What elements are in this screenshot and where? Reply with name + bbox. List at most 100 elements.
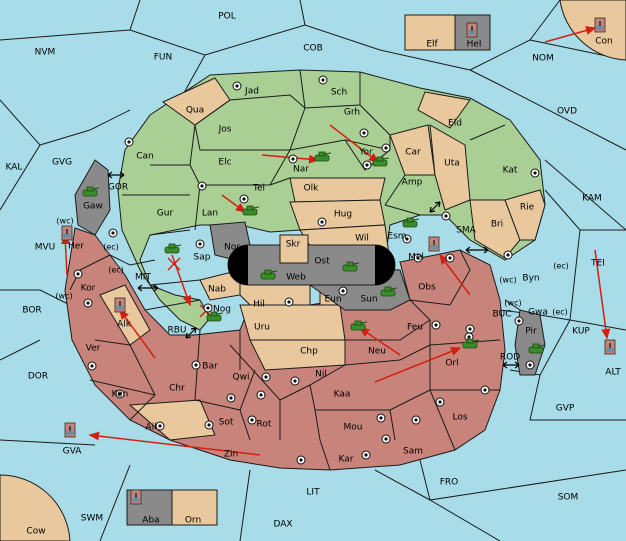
region-label-orn[interactable]: Orn xyxy=(185,516,201,526)
region-label-gvg[interactable]: GVG xyxy=(52,158,72,168)
region-label-yor[interactable]: Yor xyxy=(358,148,373,158)
army-unit-icon[interactable] xyxy=(372,156,390,167)
region-label-tei[interactable]: TEI xyxy=(590,259,605,269)
region-label-gor[interactable]: GOR xyxy=(108,183,128,193)
region-label-web[interactable]: Web xyxy=(286,273,306,283)
region-label-nvm[interactable]: NVM xyxy=(35,48,56,58)
region-label-pir[interactable]: Pir xyxy=(525,327,537,337)
army-unit-icon[interactable] xyxy=(206,311,224,322)
army-unit-icon[interactable] xyxy=(82,186,100,197)
region-label-ail[interactable]: Ail xyxy=(145,423,156,433)
region-label-lan[interactable]: Lan xyxy=(202,209,218,219)
army-unit-icon[interactable] xyxy=(528,343,546,354)
region-label-gaw[interactable]: Gaw xyxy=(83,202,103,212)
region-label-buc[interactable]: BUC xyxy=(492,310,511,320)
region-label-ken[interactable]: Ken xyxy=(112,390,129,400)
region-label-eun[interactable]: Eun xyxy=(324,295,341,305)
region-label-bor[interactable]: BOR xyxy=(22,306,41,316)
region-label-orl[interactable]: Orl xyxy=(445,359,458,369)
region-label-feu[interactable]: Feu xyxy=(407,323,423,333)
region-label-hug[interactable]: Hug xyxy=(334,210,352,220)
region-label-kat[interactable]: Kat xyxy=(503,166,518,176)
army-unit-icon[interactable] xyxy=(380,286,398,297)
region-label-alt[interactable]: ALT xyxy=(605,368,621,378)
region-label-gur[interactable]: Gur xyxy=(157,209,174,219)
region-label-bri[interactable]: Bri xyxy=(491,220,503,230)
fleet-unit-icon[interactable] xyxy=(594,17,606,33)
region-label-sun[interactable]: Sun xyxy=(360,295,377,305)
region-label-hil[interactable]: Hil xyxy=(253,300,265,310)
region-label-sam[interactable]: Sam xyxy=(403,447,423,457)
region-label-aba[interactable]: Aba xyxy=(142,516,159,526)
army-unit-icon[interactable] xyxy=(350,320,368,331)
region-label-tel[interactable]: Tel xyxy=(252,184,265,194)
army-unit-icon[interactable] xyxy=(402,217,420,228)
region-label-rbu[interactable]: RBU xyxy=(167,326,186,336)
region-label-wil[interactable]: Wil xyxy=(355,234,369,244)
region-label-lit[interactable]: LIT xyxy=(306,488,320,498)
region-label-hel[interactable]: Hel xyxy=(467,40,482,50)
region-label-nor[interactable]: Nor xyxy=(224,243,240,253)
region-label-mel[interactable]: Mel xyxy=(408,253,424,263)
fleet-unit-icon[interactable] xyxy=(130,489,142,505)
region-label-qwi[interactable]: Qwi xyxy=(233,373,250,383)
region-label-chr[interactable]: Chr xyxy=(169,384,185,394)
region-label-nar[interactable]: Nar xyxy=(293,165,309,175)
region-label-dor[interactable]: DOR xyxy=(28,372,48,382)
fleet-unit-icon[interactable] xyxy=(428,236,440,252)
region-label-kal[interactable]: KAL xyxy=(6,163,23,173)
region-label-amp[interactable]: Amp xyxy=(402,178,423,188)
region-label-elf[interactable]: Elf xyxy=(426,40,438,50)
fleet-unit-icon[interactable] xyxy=(64,422,76,438)
region-label-gwa[interactable]: Gwa xyxy=(528,308,548,318)
region-label-ost[interactable]: Ost xyxy=(314,257,330,267)
army-unit-icon[interactable] xyxy=(164,243,182,254)
region-label-fun[interactable]: FUN xyxy=(154,53,173,63)
region-label-kaa[interactable]: Kaa xyxy=(334,390,351,400)
fleet-unit-icon[interactable] xyxy=(114,297,126,313)
region-label-nom[interactable]: NOM xyxy=(532,54,554,64)
fleet-unit-icon[interactable] xyxy=(466,22,478,38)
region-label-ovd[interactable]: OVD xyxy=(557,107,577,117)
region-label-nab[interactable]: Nab xyxy=(208,285,226,295)
region-label-grh[interactable]: Grh xyxy=(344,108,360,118)
region-label-swm[interactable]: SWM xyxy=(81,514,103,524)
region-label-can[interactable]: Can xyxy=(136,152,154,162)
region-label-sma[interactable]: SMA xyxy=(456,226,476,236)
region-label-neu[interactable]: Neu xyxy=(368,347,386,357)
region-label-som[interactable]: SOM xyxy=(558,493,579,503)
region-label-elc[interactable]: Elc xyxy=(218,158,231,168)
region-label-uta[interactable]: Uta xyxy=(444,159,460,169)
region-label-los[interactable]: Los xyxy=(452,413,467,423)
region-label-obs[interactable]: Obs xyxy=(418,283,436,293)
region-label-olk[interactable]: Olk xyxy=(304,184,320,194)
region-label-bar[interactable]: Bar xyxy=(202,362,218,372)
region-label-kar[interactable]: Kar xyxy=(339,455,354,465)
region-label-alk[interactable]: Alk xyxy=(117,320,132,330)
region-label-mou[interactable]: Mou xyxy=(344,423,363,433)
region-label-kor[interactable]: Kor xyxy=(81,284,96,294)
fleet-unit-icon[interactable] xyxy=(61,225,73,241)
region-label-mit[interactable]: MIT xyxy=(135,273,151,283)
region-label-byn[interactable]: Byn xyxy=(522,274,539,284)
region-label-sot[interactable]: Sot xyxy=(219,418,234,428)
region-label-rie[interactable]: Rie xyxy=(520,203,535,213)
region-label-mvu[interactable]: MVU xyxy=(35,243,56,253)
region-label-zin[interactable]: Zin xyxy=(224,450,238,460)
region-label-gvp[interactable]: GVP xyxy=(556,404,575,414)
region-label-pol[interactable]: POL xyxy=(218,12,236,22)
region-label-con[interactable]: Con xyxy=(595,37,613,47)
region-label-qua[interactable]: Qua xyxy=(186,106,204,116)
army-unit-icon[interactable] xyxy=(342,261,360,272)
region-label-sch[interactable]: Sch xyxy=(331,88,347,98)
army-unit-icon[interactable] xyxy=(314,151,332,162)
region-label-jad[interactable]: Jad xyxy=(244,87,259,97)
region-label-jos[interactable]: Jos xyxy=(218,125,232,135)
fleet-unit-icon[interactable] xyxy=(604,339,616,355)
region-label-nog[interactable]: Nog xyxy=(213,305,231,315)
region-label-fro[interactable]: FRO xyxy=(440,478,459,488)
region-label-gva[interactable]: GVA xyxy=(63,447,83,457)
region-label-eld[interactable]: Eld xyxy=(448,119,462,129)
